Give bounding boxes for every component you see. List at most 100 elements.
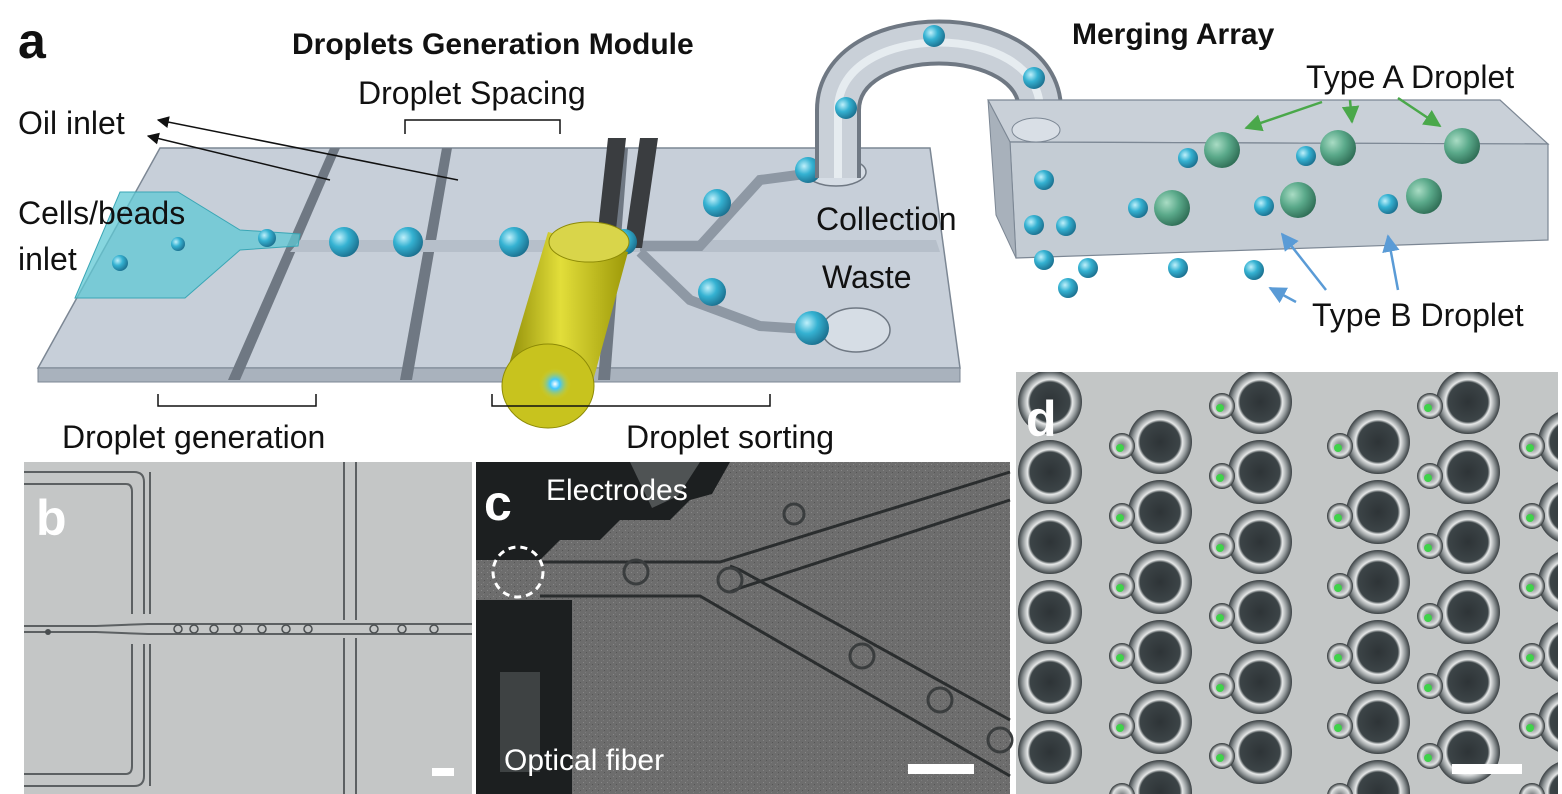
green-cell-marker <box>1116 584 1124 592</box>
merging-array-title: Merging Array <box>1072 18 1275 51</box>
microwell <box>1538 762 1558 794</box>
green-cell-marker <box>1424 614 1432 622</box>
trap-well <box>1327 783 1353 794</box>
merging-wells-grid <box>1018 372 1558 794</box>
electrode <box>624 138 658 248</box>
microwell <box>1436 372 1500 434</box>
microwell <box>1346 690 1410 754</box>
microwell <box>1538 692 1558 752</box>
type-b-arrow <box>1382 234 1400 291</box>
type-a-arrow <box>1397 96 1442 128</box>
sorting-channel <box>640 167 821 251</box>
green-cell-marker <box>1216 404 1224 412</box>
panel-d: d <box>1016 372 1558 794</box>
microwell <box>1228 510 1292 574</box>
detection-zone-circle <box>491 545 545 599</box>
green-cell-marker <box>1334 724 1342 732</box>
green-cell-marker <box>1424 684 1432 692</box>
microwell <box>1436 440 1500 504</box>
green-cell-marker <box>1116 724 1124 732</box>
microwell <box>1346 620 1410 684</box>
collection-label: Collection <box>816 201 957 237</box>
microwell <box>1538 552 1558 612</box>
tube-droplets <box>835 25 1045 119</box>
panel-b-letter: b <box>36 490 67 546</box>
green-cell-marker <box>1216 754 1224 762</box>
microwell <box>1228 580 1292 644</box>
panel-a-title: Droplets Generation Module <box>292 28 694 61</box>
panel-b-scale-bar <box>432 768 454 776</box>
generation-bracket <box>157 394 317 407</box>
green-cell-marker <box>1216 474 1224 482</box>
green-cell-marker <box>1216 614 1224 622</box>
panel-d-letter: d <box>1026 391 1057 447</box>
green-cell-marker <box>1424 404 1432 412</box>
green-cell-marker <box>1424 544 1432 552</box>
oil-inlet-arrow <box>146 132 331 181</box>
electrode <box>596 138 626 248</box>
microwell <box>1228 440 1292 504</box>
droplet-spacing-label: Droplet Spacing <box>358 75 586 111</box>
green-cell-marker <box>1526 584 1534 592</box>
microwell <box>1436 510 1500 574</box>
chip-droplets <box>112 157 829 345</box>
type-a-arrow <box>1244 100 1323 132</box>
microwell <box>1538 412 1558 472</box>
green-cell-marker <box>1526 514 1534 522</box>
oil-inlet-label: Oil inlet <box>18 105 125 141</box>
green-cell-marker <box>1526 654 1534 662</box>
sorting-bracket <box>491 394 771 407</box>
panel-c-droplets <box>622 502 1014 754</box>
microwell <box>1538 482 1558 542</box>
panel-a-letter: a <box>18 13 47 69</box>
microwell <box>1018 440 1082 504</box>
green-cell-marker <box>1116 514 1124 522</box>
microwell <box>1228 650 1292 714</box>
microwell <box>1128 410 1192 474</box>
type-a-label: Type A Droplet <box>1306 59 1514 95</box>
type-b-arrow <box>1280 232 1327 291</box>
panel-d-scale-bar <box>1452 764 1522 774</box>
inlet-label: inlet <box>18 241 77 277</box>
microwell <box>1228 372 1292 434</box>
droplet-sorting-label: Droplet sorting <box>626 419 834 455</box>
green-cell-marker <box>1526 724 1534 732</box>
merging-droplets-a <box>1154 128 1480 226</box>
microwell <box>1018 510 1082 574</box>
green-cell-marker <box>1334 514 1342 522</box>
electrodes-label: Electrodes <box>546 474 688 507</box>
microwell <box>1128 760 1192 794</box>
green-cell-marker <box>1424 754 1432 762</box>
spacing-bracket <box>404 119 561 134</box>
microwell <box>1436 720 1500 784</box>
waste-label: Waste <box>822 259 912 295</box>
green-cell-marker <box>1424 474 1432 482</box>
green-cell-marker <box>1334 654 1342 662</box>
trap-well <box>1109 783 1135 794</box>
panel-b-droplets <box>173 624 439 634</box>
microwell <box>1128 550 1192 614</box>
microwell <box>1018 650 1082 714</box>
microwell <box>1346 760 1410 794</box>
microwell <box>1346 550 1410 614</box>
microwell <box>1018 720 1082 784</box>
trap-well <box>1519 783 1545 794</box>
green-cell-marker <box>1116 444 1124 452</box>
oil-inlet-arrow <box>156 116 459 181</box>
panel-c-scale-bar <box>908 764 974 774</box>
panel-b: b <box>24 462 472 794</box>
green-cell-marker <box>1216 684 1224 692</box>
cells-inlet-region <box>74 191 301 299</box>
panel-c-letter: c <box>484 475 512 531</box>
green-cell-marker <box>1216 544 1224 552</box>
sorting-channel-lower <box>636 248 821 335</box>
microwell <box>1128 480 1192 544</box>
droplet-generation-label: Droplet generation <box>62 419 325 455</box>
type-b-arrow <box>1268 286 1297 304</box>
microwell <box>1436 650 1500 714</box>
panel-a: a Droplets Generation Module Merging Arr… <box>18 13 1550 455</box>
green-cell-marker <box>1116 654 1124 662</box>
green-cell-marker <box>1334 584 1342 592</box>
optical-fiber-label: Optical fiber <box>504 744 664 777</box>
